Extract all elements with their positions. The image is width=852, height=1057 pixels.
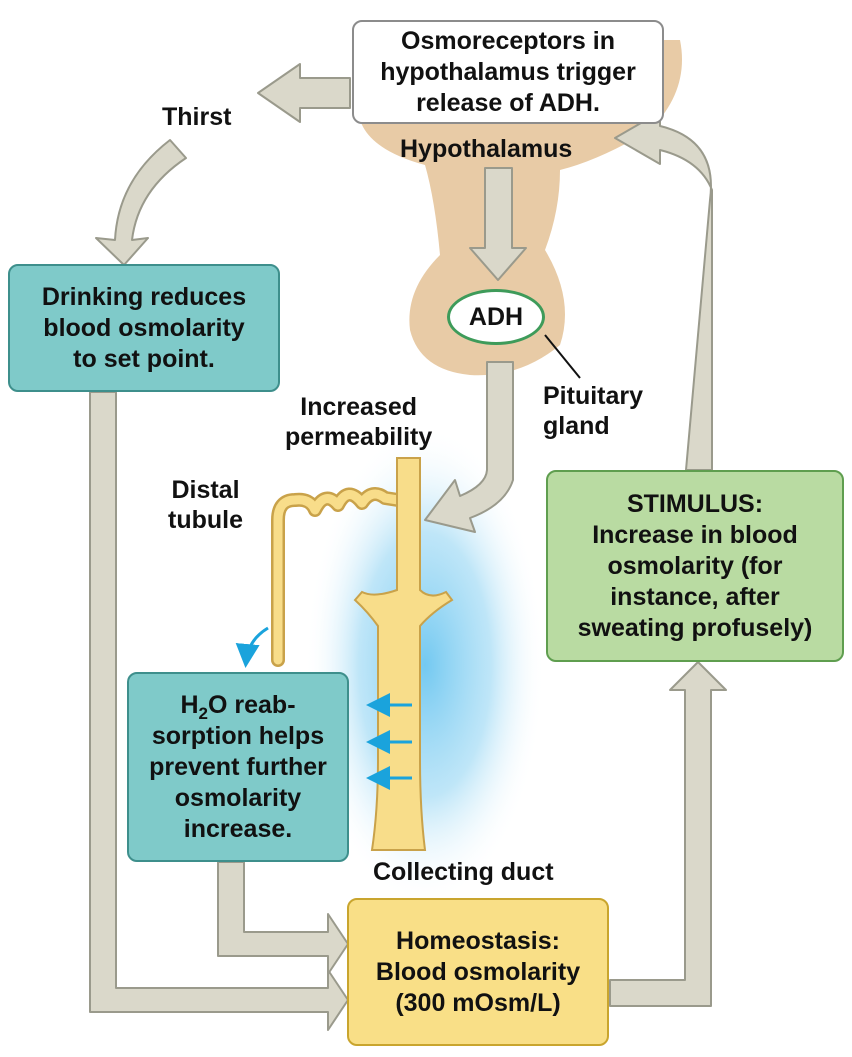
water-glow bbox=[305, 425, 545, 905]
arrow-drinking-to-homeostasis bbox=[89, 391, 349, 1031]
arrow-adh-to-duct bbox=[424, 361, 514, 533]
stimulus-line-1: STIMULUS: bbox=[626, 489, 764, 518]
reabsorption-line-2: sorption helps bbox=[151, 721, 325, 750]
reabsorption-line-4: osmolarity bbox=[174, 783, 302, 812]
stimulus-line-5: sweating profusely) bbox=[577, 613, 813, 642]
pituitary-label: Pituitary gland bbox=[543, 381, 643, 441]
drinking-line-2: blood osmolarity bbox=[43, 313, 245, 342]
homeostasis-line-3: (300 mOsm/L) bbox=[395, 988, 561, 1017]
osmoreceptors-line-1: Osmoreceptors in bbox=[401, 26, 615, 55]
reabsorption-line-5: increase. bbox=[183, 814, 293, 843]
distal-tubule-label: Distal tubule bbox=[168, 475, 243, 535]
drinking-line-3: to set point. bbox=[73, 344, 215, 373]
reabsorption-line-1: H2O reab- bbox=[180, 690, 296, 723]
water-reabsorption-arrows bbox=[235, 626, 412, 790]
pituitary-line-1: Pituitary bbox=[543, 382, 644, 410]
arrow-to-thirst bbox=[257, 63, 351, 123]
reabsorption-box: H2O reab- sorption helps prevent further… bbox=[127, 672, 349, 862]
arrow-hypothalamus-to-adh bbox=[469, 167, 527, 281]
homeostasis-line-1: Homeostasis: bbox=[396, 926, 560, 955]
increased-permeability-line-1: Increased bbox=[300, 393, 418, 421]
osmoreceptors-line-3: release of ADH. bbox=[416, 88, 600, 117]
pituitary-pointer-line bbox=[544, 334, 581, 379]
arrow-stimulus-to-osmoreceptors bbox=[614, 111, 713, 471]
increased-permeability-label: Increased permeability bbox=[285, 392, 432, 452]
stimulus-line-2: Increase in blood bbox=[592, 520, 798, 549]
arrow-reabsorption-to-homeostasis bbox=[217, 861, 349, 975]
drinking-line-1: Drinking reduces bbox=[41, 282, 247, 311]
adh-label: ADH bbox=[468, 302, 524, 331]
adh-oval: ADH bbox=[447, 289, 545, 345]
reabsorption-subscript: 2 bbox=[198, 703, 208, 723]
stimulus-line-3: osmolarity (for bbox=[607, 551, 783, 580]
arrow-homeostasis-to-stimulus bbox=[609, 661, 727, 1007]
reabsorption-o-reab: O reab- bbox=[208, 690, 296, 719]
hypothalamus-label: Hypothalamus bbox=[400, 135, 573, 163]
drinking-box: Drinking reduces blood osmolarity to set… bbox=[8, 264, 280, 392]
pituitary-line-2: gland bbox=[543, 412, 610, 440]
stimulus-box: STIMULUS: Increase in blood osmolarity (… bbox=[546, 470, 844, 662]
collecting-duct-label: Collecting duct bbox=[373, 858, 554, 886]
osmoreceptors-line-2: hypothalamus trigger bbox=[380, 57, 636, 86]
homeostasis-box: Homeostasis: Blood osmolarity (300 mOsm/… bbox=[347, 898, 609, 1046]
arrow-thirst-to-drinking bbox=[95, 139, 187, 266]
homeostasis-line-2: Blood osmolarity bbox=[375, 957, 581, 986]
osmoreceptors-box: Osmoreceptors in hypothalamus trigger re… bbox=[352, 20, 664, 124]
reabsorption-line-3: prevent further bbox=[149, 752, 327, 781]
distal-tubule-line-1: Distal bbox=[171, 476, 240, 504]
distal-tubule-line-2: tubule bbox=[168, 506, 243, 534]
feedback-arrows bbox=[89, 63, 727, 1031]
stimulus-line-4: instance, after bbox=[610, 582, 780, 611]
increased-permeability-line-2: permeability bbox=[285, 423, 433, 451]
reabsorption-h: H bbox=[180, 690, 199, 719]
thirst-label: Thirst bbox=[162, 103, 232, 131]
